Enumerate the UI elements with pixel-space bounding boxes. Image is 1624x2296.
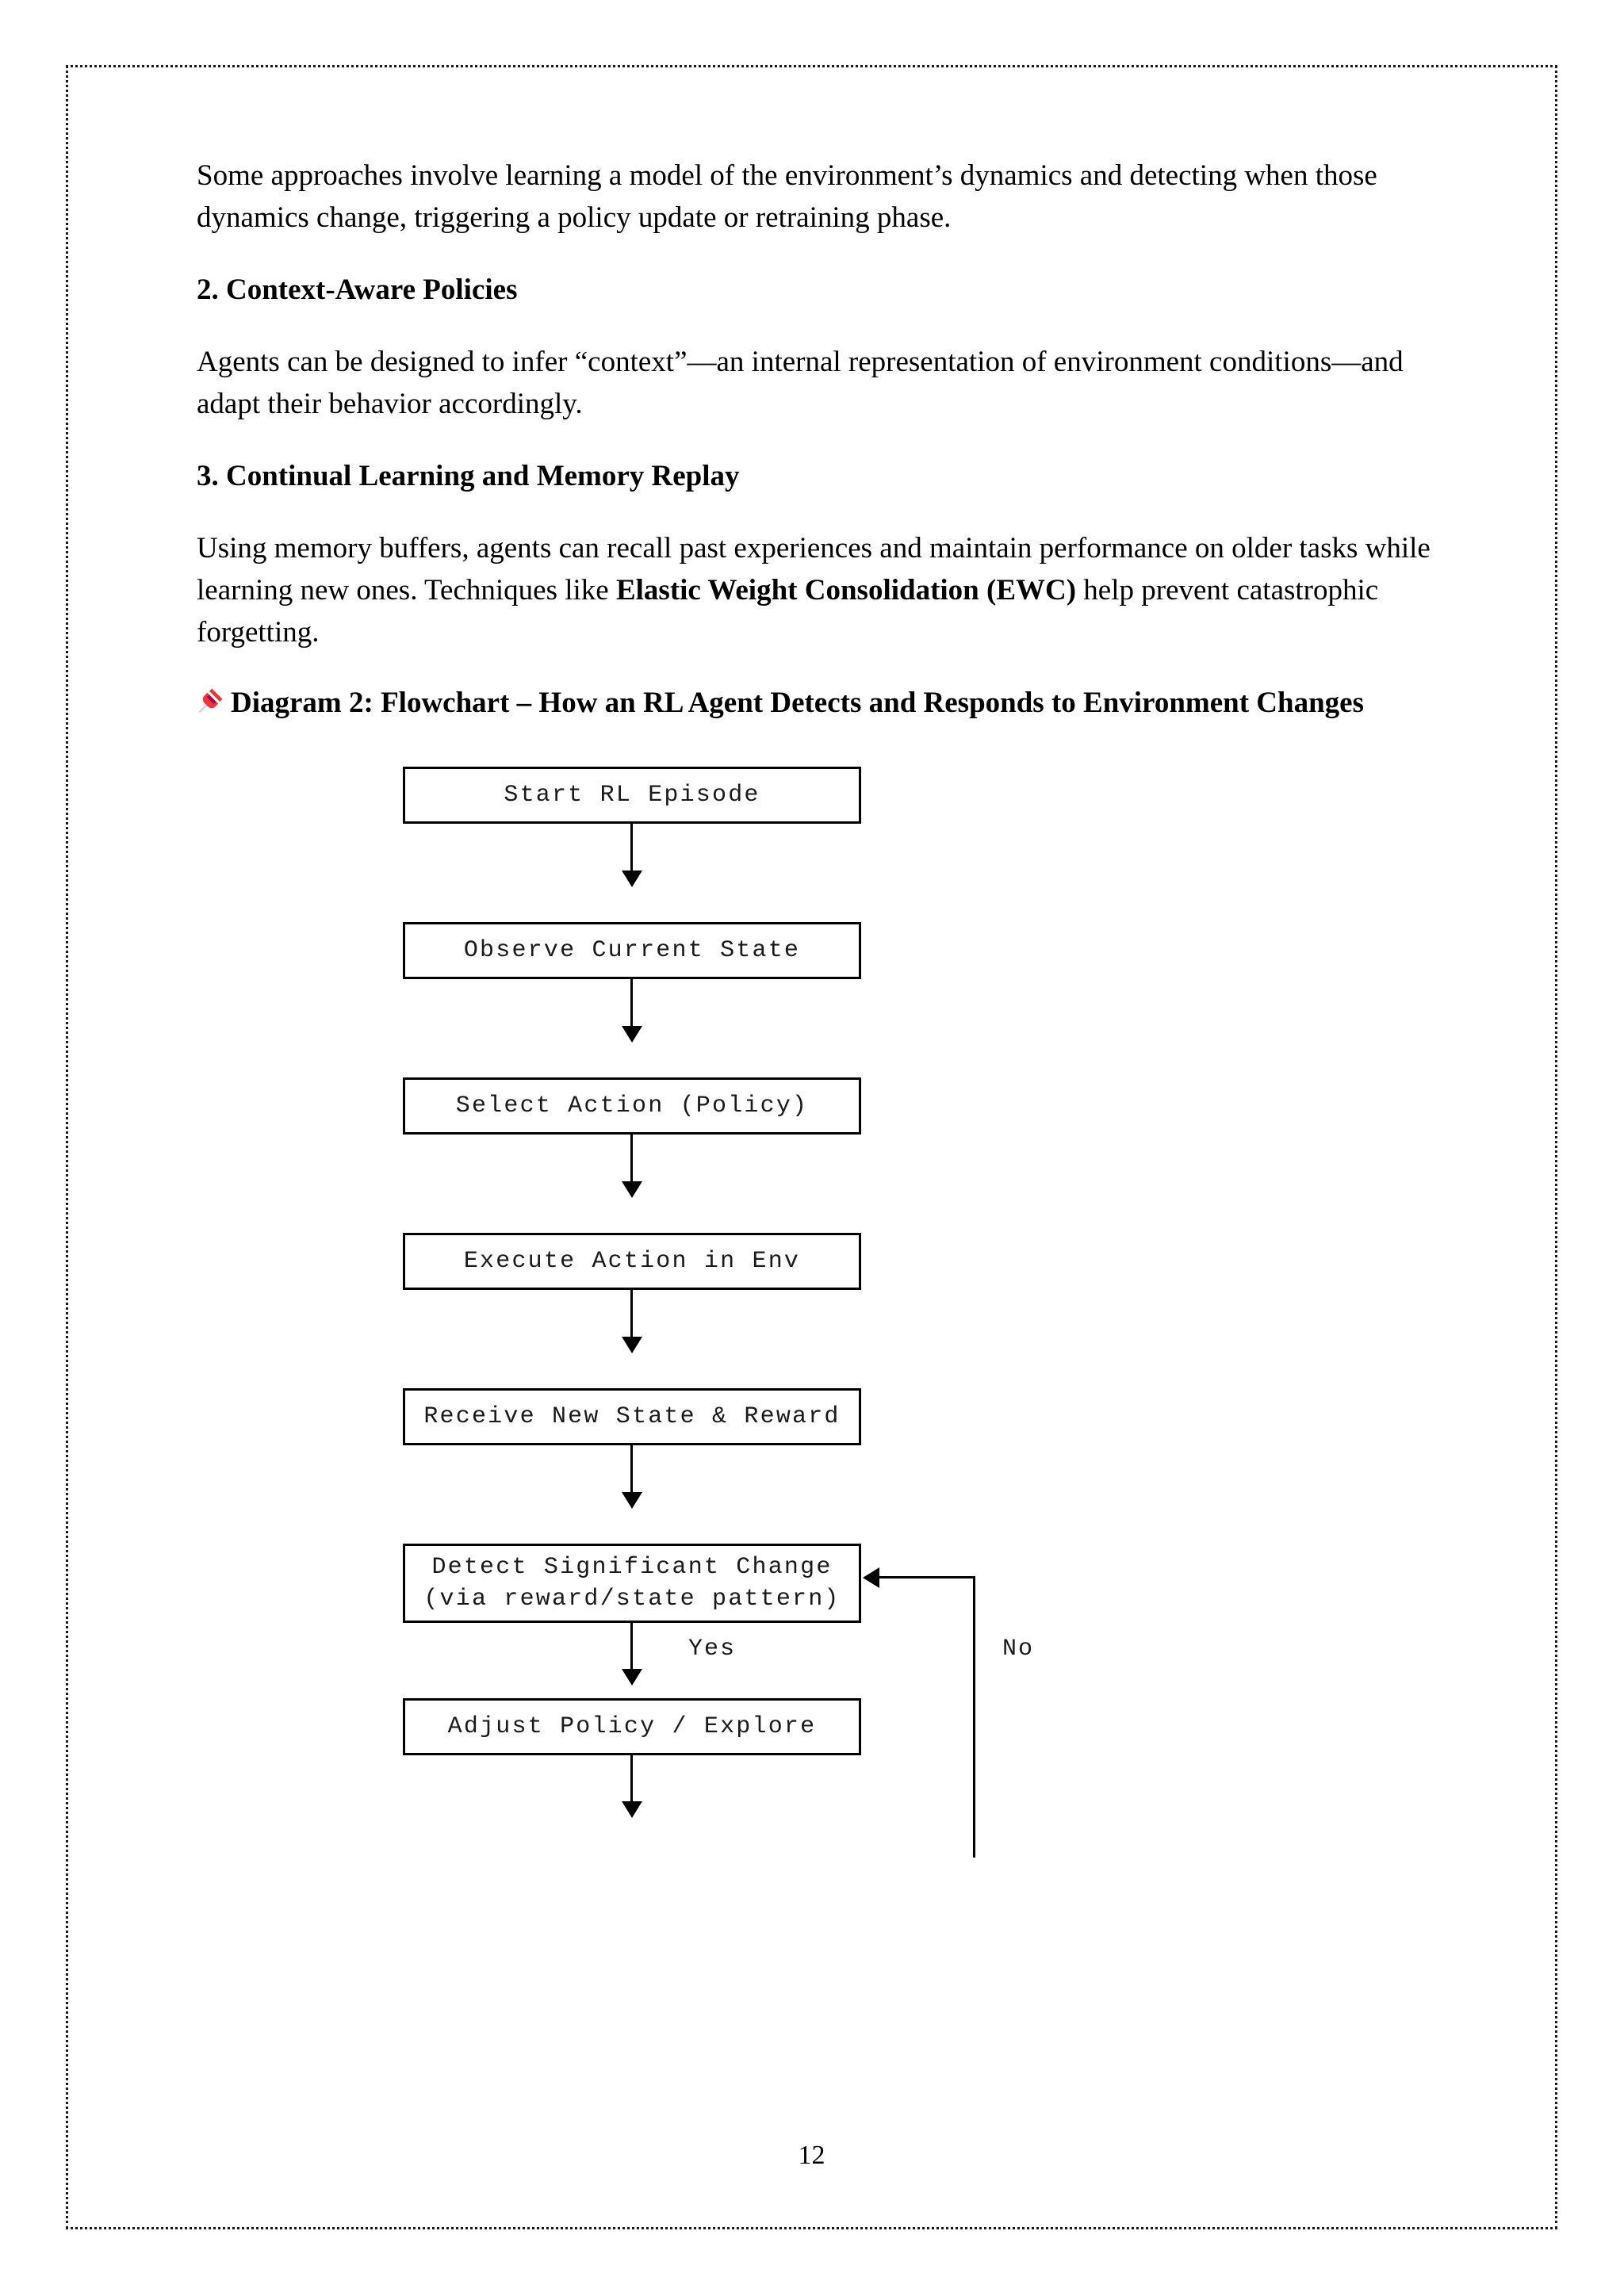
flow-loop-horizontal-no xyxy=(879,1576,975,1578)
paragraph-approaches: Some approaches involve learning a model… xyxy=(197,159,1377,234)
flow-connector-observe-select xyxy=(630,979,633,1027)
flow-node-detect-change: Detect Significant Change (via reward/st… xyxy=(403,1544,861,1623)
flow-node-adjust-policy: Adjust Policy / Explore xyxy=(403,1698,861,1755)
heading-continual-learning: 3. Continual Learning and Memory Replay xyxy=(197,460,740,492)
paragraph-memory-replay: Using memory buffers, agents can recall … xyxy=(197,527,1434,653)
document-page: Some approaches involve learning a model… xyxy=(66,65,1557,2229)
flow-node-observe: Observe Current State xyxy=(403,922,861,979)
paragraph-context: Agents can be designed to infer “context… xyxy=(197,346,1404,420)
flow-connector-execute-receive xyxy=(630,1290,633,1338)
diagram-heading-text: Diagram 2: Flowchart – How an RL Agent D… xyxy=(231,687,1364,719)
flow-connector-receive-detect xyxy=(630,1445,633,1494)
flow-arrowhead-start-observe xyxy=(622,871,642,887)
flow-connector-detect-adjust xyxy=(630,1623,633,1670)
paragraph-memory-replay-text-1: Using memory buffers, agents can recall … xyxy=(197,532,1431,607)
flow-arrowhead-no-into-detect xyxy=(863,1567,879,1588)
pushpin-icon xyxy=(197,684,224,714)
heading-context-aware-policies: 2. Context-Aware Policies xyxy=(197,274,518,306)
flow-edge-label-yes: Yes xyxy=(688,1636,737,1663)
flow-connector-start-observe xyxy=(630,824,633,872)
flowchart: Start RL Episode Observe Current State S… xyxy=(197,741,1434,1858)
flow-node-select-action: Select Action (Policy) xyxy=(403,1077,861,1135)
flow-loop-vertical-no xyxy=(973,1576,975,1858)
flow-arrowhead-observe-select xyxy=(622,1026,642,1043)
flow-arrowhead-adjust-exit xyxy=(622,1801,642,1818)
flow-arrowhead-receive-detect xyxy=(622,1492,642,1509)
page-number: 12 xyxy=(798,2141,825,2170)
flow-node-start: Start RL Episode xyxy=(403,767,861,824)
paragraph-memory-replay-text-2: help prevent catastrophic forgetting. xyxy=(197,574,1379,649)
flow-node-receive-state-reward: Receive New State & Reward xyxy=(403,1388,861,1445)
flow-connector-adjust-exit xyxy=(630,1755,633,1803)
term-elastic-weight-consolidation: Elastic Weight Consolidation (EWC) xyxy=(615,574,1077,607)
flow-node-execute-action: Execute Action in Env xyxy=(403,1233,861,1290)
flow-connector-select-execute xyxy=(630,1135,633,1183)
flow-arrowhead-detect-adjust xyxy=(622,1669,642,1686)
flow-edge-label-no: No xyxy=(1002,1636,1035,1663)
diagram-heading: Diagram 2: Flowchart – How an RL Agent D… xyxy=(197,682,1434,724)
flow-arrowhead-execute-receive xyxy=(622,1337,642,1353)
page-content: Some approaches involve learning a model… xyxy=(197,155,1434,1858)
flow-arrowhead-select-execute xyxy=(622,1181,642,1198)
